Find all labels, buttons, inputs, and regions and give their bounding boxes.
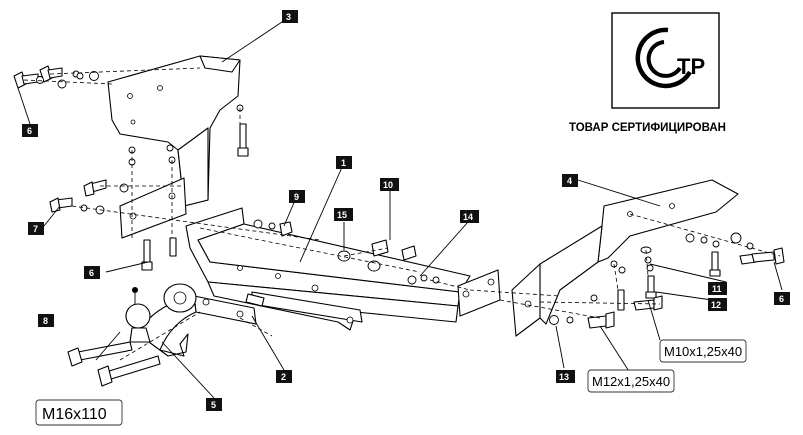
svg-text:15: 15 xyxy=(337,210,347,220)
svg-text:6: 6 xyxy=(89,268,94,278)
tag-7: 7 xyxy=(28,222,44,235)
cert-mark-letters: ТР xyxy=(677,54,705,79)
bolt-part-8 xyxy=(67,341,133,367)
spec-m12: M12x1,25x40 xyxy=(587,369,675,393)
svg-text:5: 5 xyxy=(211,400,216,410)
svg-text:M12x1,25x40: M12x1,25x40 xyxy=(592,374,670,389)
tag-6b: 6 xyxy=(84,266,100,279)
svg-text:4: 4 xyxy=(567,176,572,186)
svg-text:11: 11 xyxy=(712,284,722,294)
tag-8: 8 xyxy=(38,314,54,327)
plate-left xyxy=(119,177,187,239)
tag-6c: 6 xyxy=(774,292,790,305)
assembly-lines xyxy=(23,67,781,361)
svg-text:14: 14 xyxy=(463,212,473,222)
tag-11: 11 xyxy=(708,282,727,295)
svg-text:10: 10 xyxy=(383,180,393,190)
svg-text:M16x110: M16x110 xyxy=(42,406,107,423)
tag-4: 4 xyxy=(562,174,578,187)
svg-text:8: 8 xyxy=(43,316,48,326)
svg-text:6: 6 xyxy=(27,126,32,136)
certification-caption: ТОВАР СЕРТИФИЦИРОВАН xyxy=(569,122,726,134)
svg-text:M10x1,25x40: M10x1,25x40 xyxy=(664,344,742,359)
main-beam-part-1 xyxy=(185,207,501,331)
tag-13: 13 xyxy=(556,370,575,383)
svg-text:6: 6 xyxy=(779,294,784,304)
tag-15: 15 xyxy=(334,208,353,221)
mount-plate-part-2 xyxy=(193,293,265,325)
svg-text:2: 2 xyxy=(281,372,286,382)
tag-6a: 6 xyxy=(22,124,38,137)
bracket-right-part-4 xyxy=(511,179,739,337)
svg-text:1: 1 xyxy=(341,158,346,168)
tag-3: 3 xyxy=(282,10,298,23)
svg-text:7: 7 xyxy=(33,224,38,234)
spec-m10: M10x1,25x40 xyxy=(659,339,747,363)
tag-14: 14 xyxy=(460,210,479,223)
bolt-m16 xyxy=(97,355,161,387)
tag-9: 9 xyxy=(289,190,305,203)
svg-text:12: 12 xyxy=(711,300,721,310)
svg-text:3: 3 xyxy=(286,12,291,22)
tow-ball-part-5 xyxy=(125,283,197,357)
tag-1: 1 xyxy=(336,156,352,169)
spec-m16: M16x110 xyxy=(35,399,123,426)
tag-2: 2 xyxy=(276,370,292,383)
tag-10: 10 xyxy=(380,178,399,191)
svg-text:9: 9 xyxy=(294,192,299,202)
tag-12: 12 xyxy=(708,298,727,311)
tag-5: 5 xyxy=(206,398,222,411)
certification-mark: ТР xyxy=(611,12,720,109)
svg-text:13: 13 xyxy=(559,372,569,382)
bracket-left-part-3 xyxy=(107,55,241,207)
fasteners-left-upper xyxy=(13,65,249,271)
